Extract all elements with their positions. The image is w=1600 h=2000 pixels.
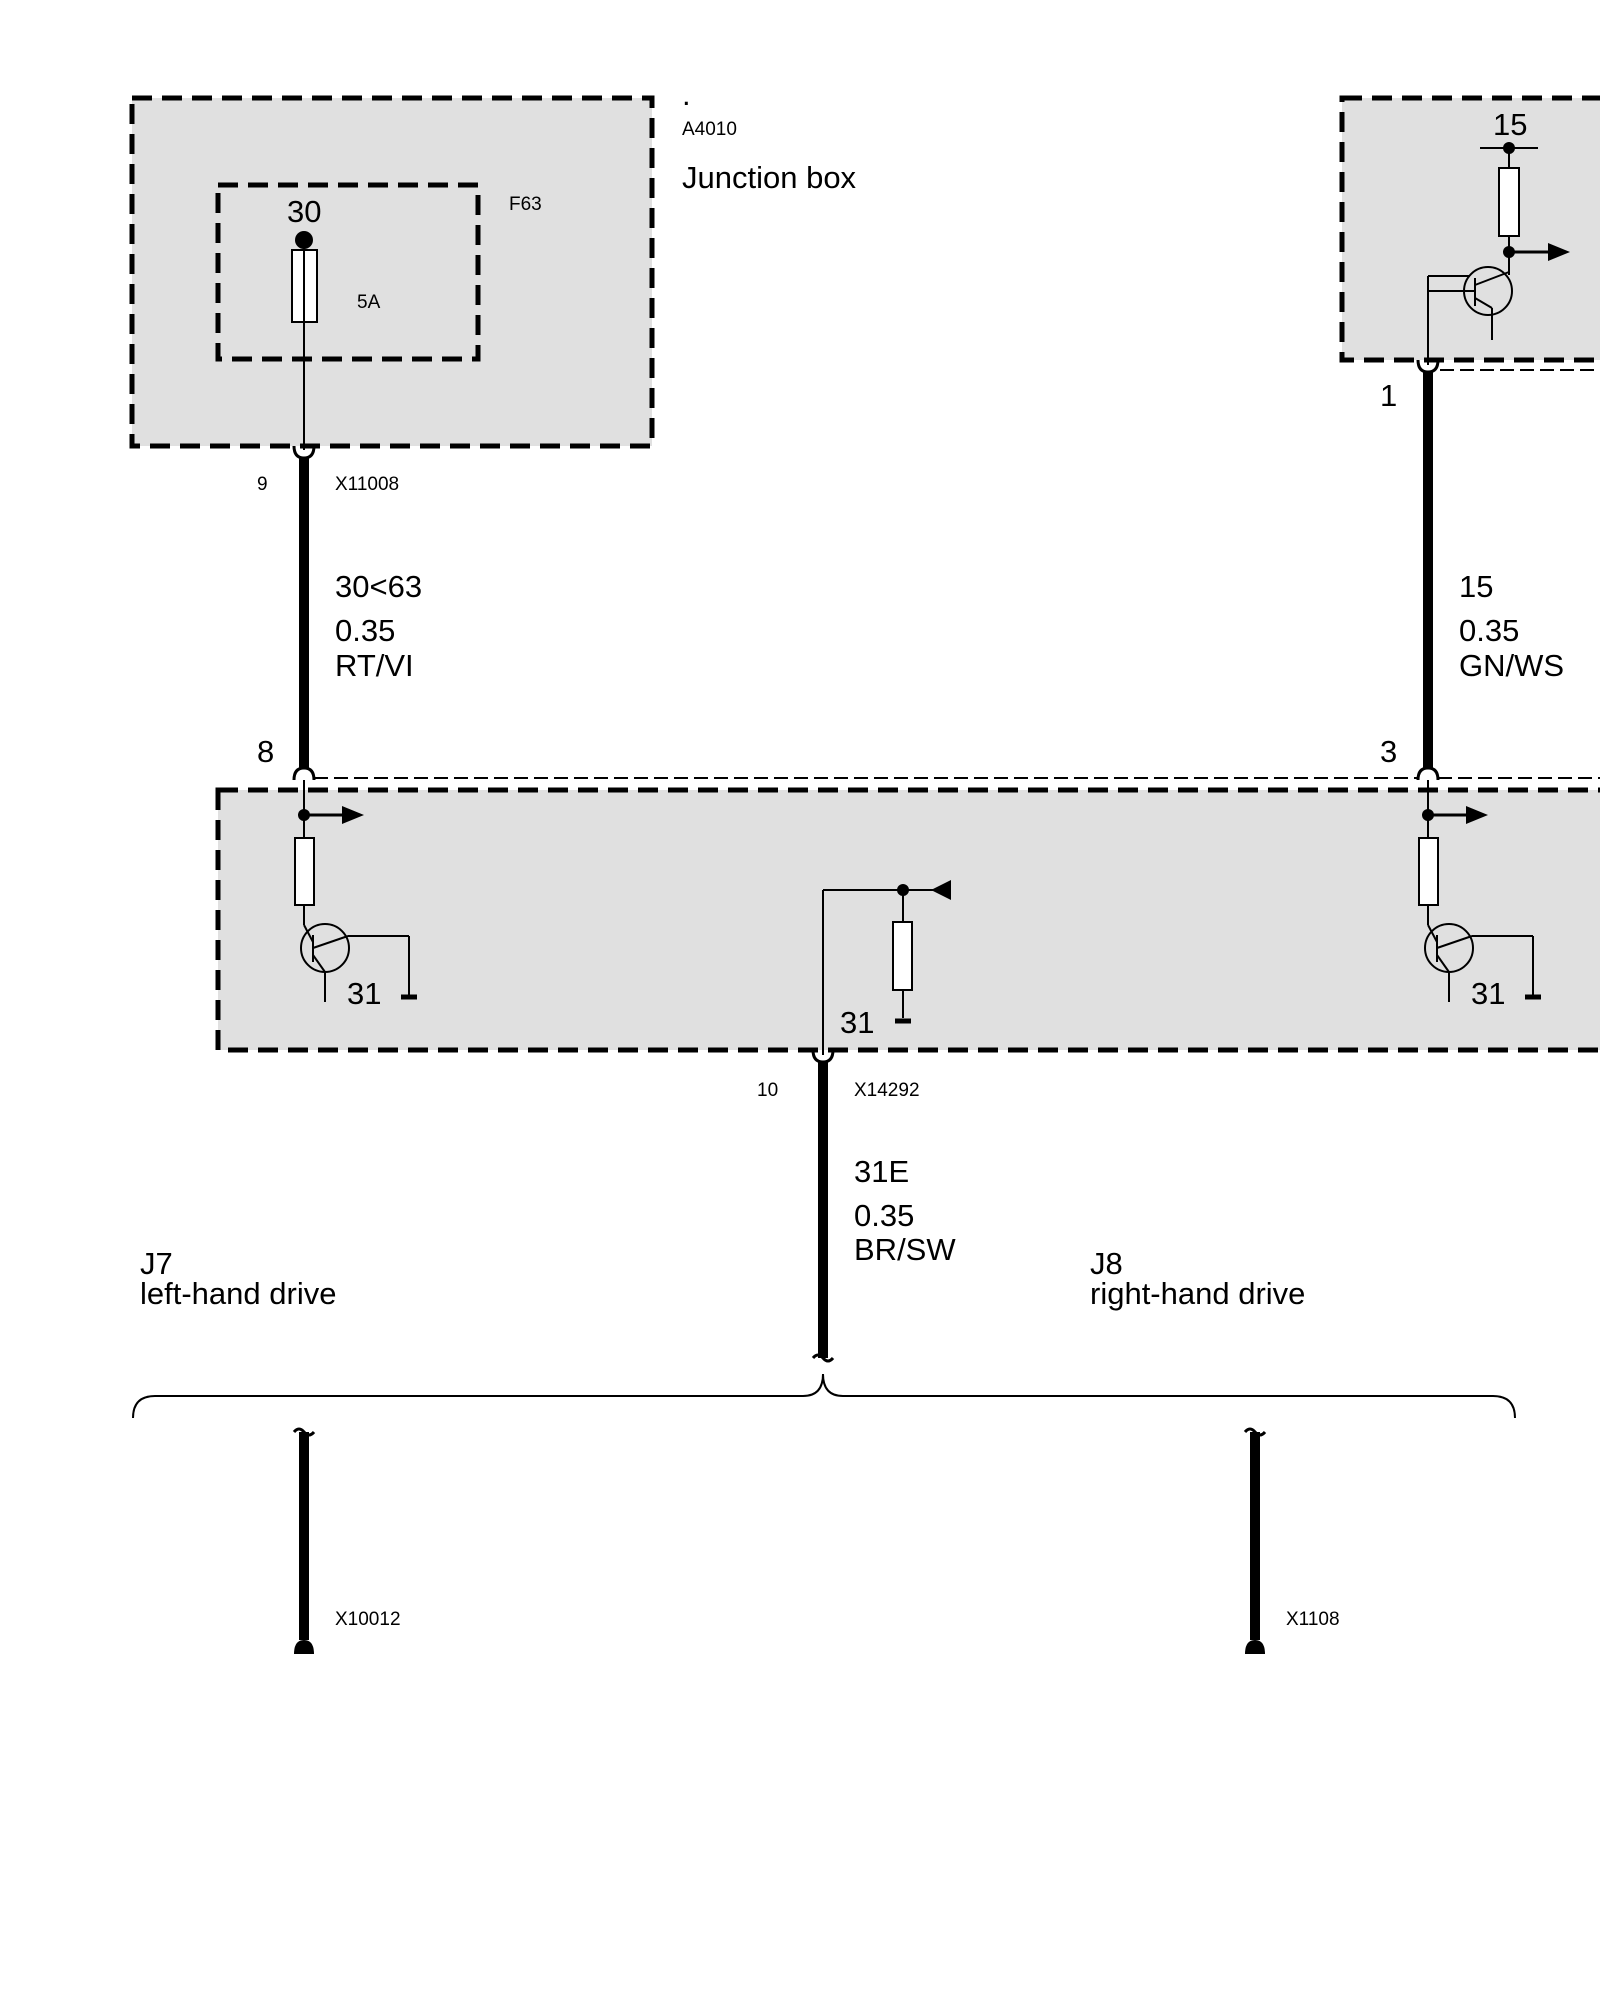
resistor-symbol (294, 837, 315, 906)
wire-left-connector: X11008 (335, 474, 399, 495)
variant-left-label: left-hand drive (140, 1276, 336, 1311)
fuse-box-outline (215, 182, 481, 362)
fuse-terminal: 30 (287, 194, 321, 229)
resistor-symbol (892, 921, 913, 991)
wire-ground-color: BR/SW (854, 1232, 956, 1267)
input-arrow-icon (931, 880, 951, 900)
ground-stub-right (1243, 1427, 1267, 1654)
variant-right-label: right-hand drive (1090, 1276, 1305, 1311)
wire-left-gauge: 0.35 (335, 613, 395, 648)
wire-left-signal: 30<63 (335, 569, 422, 604)
wire-left (292, 445, 316, 781)
variant-left-code: J7 (140, 1246, 173, 1281)
resistor-symbol (1418, 837, 1439, 906)
fuse-id: F63 (509, 194, 542, 215)
ground-label-left: 31 (347, 976, 381, 1011)
junction-box-id: A4010 (682, 119, 737, 140)
wire-ground-gauge: 0.35 (854, 1198, 914, 1233)
ground-icon (294, 1640, 314, 1654)
variant-brace (132, 1373, 1516, 1419)
control-unit (215, 777, 1600, 1055)
wire-left-pin-bottom: 8 (257, 734, 274, 769)
wire-right-pin-top: 1 (1380, 378, 1397, 413)
wire-right-gauge: 0.35 (1459, 613, 1519, 648)
right-module-terminal: 15 (1493, 107, 1527, 142)
wire-left-color: RT/VI (335, 648, 414, 683)
wire-right-signal: 15 (1459, 569, 1493, 604)
wire-left-pin-top: 9 (257, 474, 268, 495)
ground-label-right: 31 (1471, 976, 1505, 1011)
wire-ground (811, 1049, 835, 1363)
wire-ground-pin: 10 (757, 1080, 778, 1101)
ground-stub-right-connector: X1108 (1286, 1609, 1340, 1630)
wire-right (1416, 359, 1440, 781)
junction-box-title: Junction box (682, 160, 857, 195)
variant-right-code: J8 (1090, 1246, 1123, 1281)
resistor-symbol (1498, 167, 1520, 237)
output-arrow-icon (342, 806, 364, 824)
ground-icon (1245, 1640, 1265, 1654)
wire-ground-connector: X14292 (854, 1080, 920, 1101)
ground-stub-left-connector: X10012 (335, 1609, 401, 1630)
output-arrow-icon (1548, 243, 1570, 261)
output-arrow-icon (1466, 806, 1488, 824)
wire-right-color: GN/WS (1459, 648, 1564, 683)
ground-stub-left (292, 1427, 316, 1654)
wire-ground-signal: 31E (854, 1154, 909, 1189)
ground-label-center: 31 (840, 1005, 874, 1040)
wire-right-pin-bottom: 3 (1380, 734, 1397, 769)
right-module (1339, 95, 1600, 371)
junction-box (129, 95, 655, 450)
junction-box-dot: . (682, 77, 691, 112)
fuse-rating: 5A (357, 292, 381, 313)
